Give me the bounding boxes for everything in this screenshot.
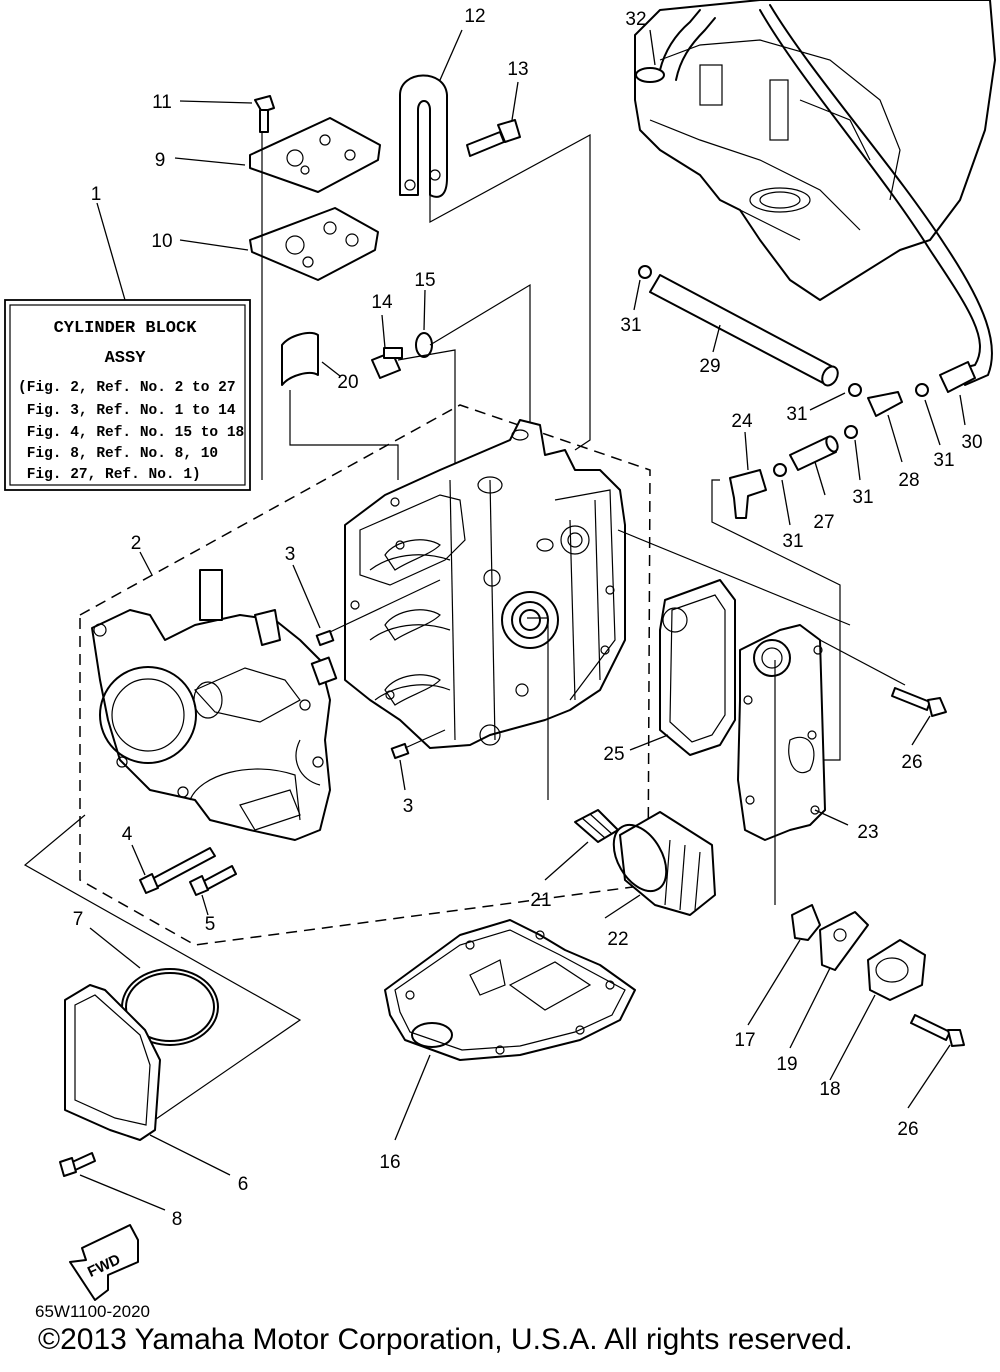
callout-8: 8 [172, 1209, 183, 1230]
callout-16: 16 [379, 1152, 400, 1173]
legend-title-line2: ASSY [105, 349, 147, 368]
forward-arrow: FWD [69, 1224, 139, 1301]
callout-31: 31 [782, 531, 803, 552]
callout-24: 24 [731, 411, 753, 432]
callout-15: 15 [414, 270, 435, 291]
callout-28: 28 [898, 470, 919, 491]
engine-upper-casing: 32 [625, 0, 996, 386]
thermostat-parts: 17 19 18 26 [734, 904, 965, 1140]
callout-4: 4 [122, 824, 133, 845]
callout-30: 30 [961, 432, 982, 453]
callout-17: 17 [734, 1030, 755, 1051]
copyright-notice: ©2013 Yamaha Motor Corporation, U.S.A. A… [38, 1323, 853, 1356]
callout-14: 14 [371, 292, 393, 313]
callout-1: 1 [91, 184, 102, 205]
callout-21: 21 [530, 890, 551, 911]
callout-27: 27 [813, 512, 834, 533]
legend-line: Fig. 27, Ref. No. 1) [18, 467, 201, 483]
callout-5: 5 [205, 914, 216, 935]
callout-26: 26 [901, 752, 922, 773]
legend-title-line1: CYLINDER BLOCK [54, 319, 198, 338]
top-cover-parts: 9 11 10 12 13 [151, 6, 591, 480]
callout-25: 25 [603, 744, 624, 765]
base-gasket: 16 [379, 919, 636, 1173]
legend-line: Fig. 4, Ref. No. 15 to 18 [18, 425, 244, 441]
callout-3: 3 [285, 544, 296, 565]
callout-6: 6 [238, 1174, 249, 1195]
callout-22: 22 [607, 929, 628, 950]
callout-31: 31 [620, 315, 641, 336]
exhaust-cover: 25 23 26 [603, 529, 947, 905]
callout-10: 10 [151, 231, 172, 252]
plug-and-bush: 20 14 15 [281, 270, 531, 560]
callout-29: 29 [699, 356, 720, 377]
callout-7: 7 [73, 909, 84, 930]
callout-13: 13 [507, 59, 528, 80]
callout-20: 20 [337, 372, 358, 393]
callout-11: 11 [152, 92, 172, 113]
callout-3: 3 [403, 796, 414, 817]
crankcase [91, 569, 338, 841]
legend-line: Fig. 8, Ref. No. 8, 10 [18, 446, 218, 462]
callout-31: 31 [933, 450, 954, 471]
callout-32: 32 [625, 9, 646, 30]
dowel-pins: 3 3 [285, 544, 446, 817]
legend-line: (Fig. 2, Ref. No. 2 to 27 [18, 380, 236, 396]
water-hoses: 29 31 31 31 31 31 30 28 27 24 [620, 265, 983, 761]
bolts-4-5: 4 5 [122, 824, 237, 935]
callout-2: 2 [131, 533, 142, 554]
callout-9: 9 [155, 150, 166, 171]
callout-26: 26 [897, 1119, 918, 1140]
callout-31: 31 [852, 487, 873, 508]
cover-plate: 7 6 8 [59, 909, 249, 1230]
oil-filter: 21 22 [530, 809, 716, 950]
callout-18: 18 [819, 1079, 840, 1100]
cylinder-block [344, 419, 626, 800]
callout-12: 12 [464, 6, 485, 27]
callout-19: 19 [776, 1054, 797, 1075]
callout-31: 31 [786, 404, 807, 425]
legend-box: CYLINDER BLOCK ASSY (Fig. 2, Ref. No. 2 … [4, 184, 251, 491]
callout-23: 23 [857, 822, 878, 843]
legend-line: Fig. 3, Ref. No. 1 to 14 [18, 403, 236, 419]
diagram-code: 65W1100-2020 [35, 1302, 150, 1321]
